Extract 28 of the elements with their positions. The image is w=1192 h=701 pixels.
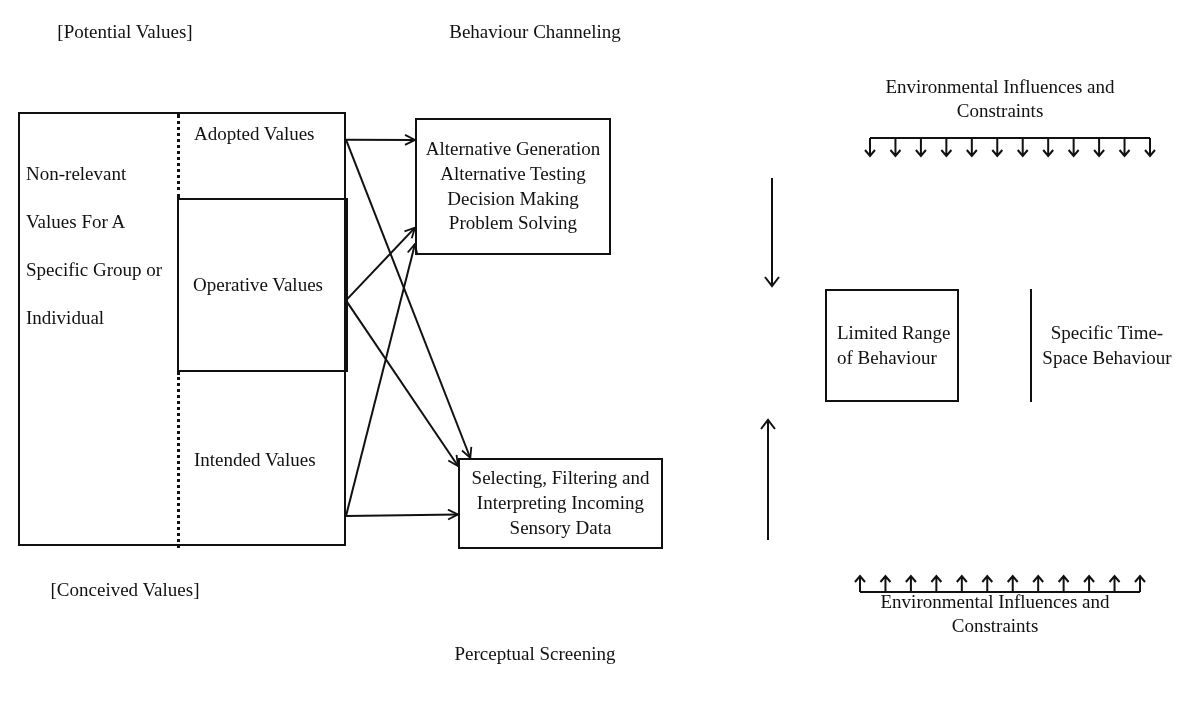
annotation-text: [Potential Values] bbox=[56, 20, 194, 44]
node-text: Limited Range of Behaviour bbox=[837, 320, 952, 370]
process-box bbox=[825, 289, 959, 402]
arrow bbox=[345, 243, 419, 518]
arrow bbox=[345, 134, 416, 146]
arrow bbox=[345, 138, 473, 459]
annotation-text: Environmental Influences and Constraints bbox=[884, 75, 1116, 123]
node-text: Operative Values bbox=[193, 273, 323, 298]
node-text: Alternative Testing bbox=[439, 161, 587, 186]
process-box bbox=[415, 118, 611, 255]
node-text: Specific Time-Space Behaviour bbox=[1041, 320, 1173, 370]
node-text: Adopted Values bbox=[194, 122, 316, 146]
arrow bbox=[345, 299, 459, 467]
node-text: Intended Values bbox=[194, 448, 316, 473]
annotation-text: Perceptual Screening bbox=[453, 642, 617, 666]
node-text: Alternative Generation bbox=[424, 137, 602, 162]
arrow bbox=[345, 508, 459, 521]
node-text: Selecting, Filtering and Interpreting Incoming Sensory Data bbox=[470, 466, 651, 540]
annotation-text: Behaviour Channeling bbox=[448, 20, 622, 44]
node-text: Non-relevant Values For A Specific Group or Individual bbox=[26, 162, 164, 330]
annotation-text: Environmental Influences and Constraints bbox=[879, 590, 1111, 638]
process-box bbox=[177, 198, 348, 372]
arrow bbox=[345, 226, 416, 302]
annotation-text: [Conceived Values] bbox=[49, 578, 201, 602]
node-text: Problem Solving bbox=[447, 211, 579, 236]
node-text: Decision Making bbox=[446, 186, 580, 211]
process-box bbox=[458, 458, 663, 549]
values-panel bbox=[18, 112, 346, 546]
